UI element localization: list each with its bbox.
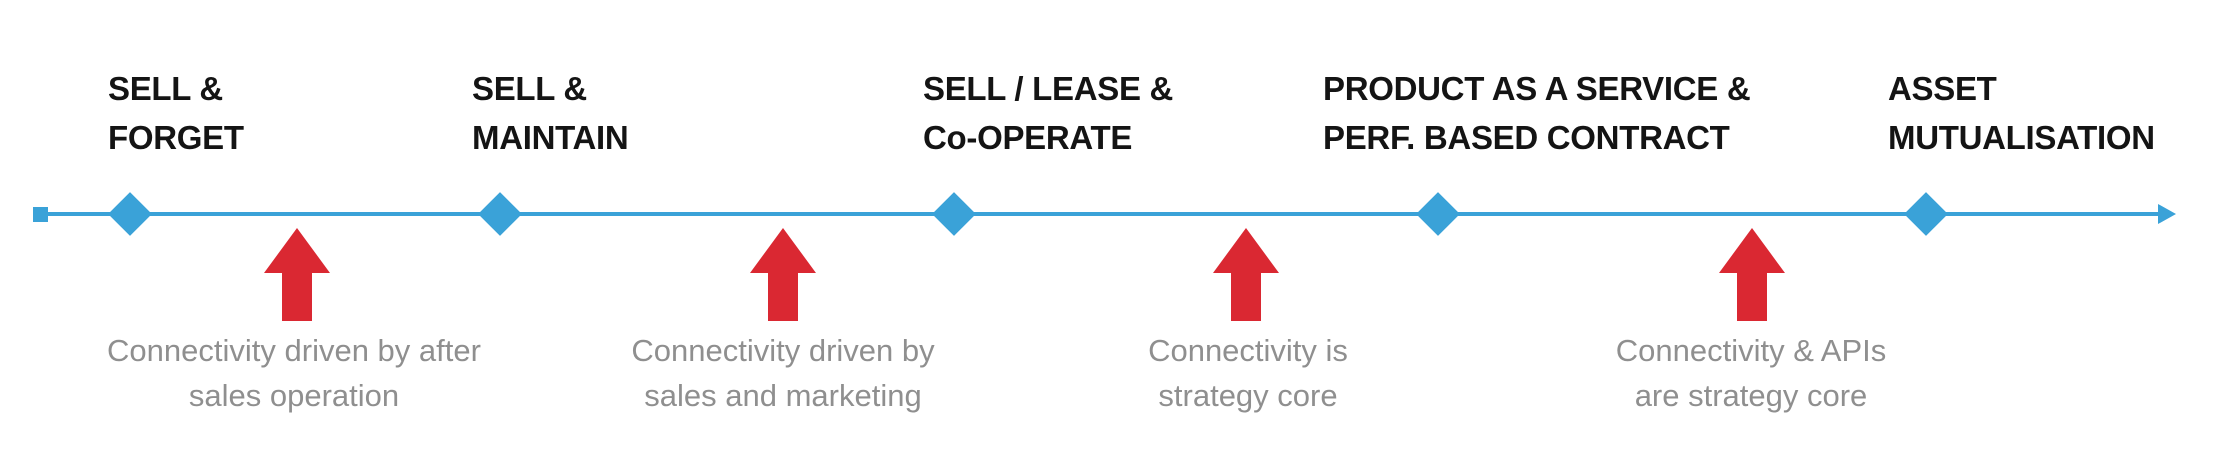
- stage-title-asset-mutualisation: ASSET MUTUALISATION: [1888, 64, 2155, 162]
- stage-title-line1: SELL &: [472, 70, 587, 107]
- annotation-line2: are strategy core: [1634, 378, 1868, 413]
- annotation-line1: Connectivity driven by: [631, 333, 935, 368]
- arrow-triangle: [750, 228, 816, 273]
- timeline-diamond-marker-1: [108, 192, 152, 236]
- stage-title-product-as-a-service: PRODUCT AS A SERVICE & PERF. BASED CONTR…: [1323, 64, 1751, 162]
- timeline-diamond-marker-4: [1416, 192, 1460, 236]
- up-arrow-icon-1: [264, 228, 330, 321]
- annotation-line1: Connectivity driven by after: [107, 333, 481, 368]
- annotation-line2: strategy core: [1158, 378, 1338, 413]
- stage-title-line1: ASSET: [1888, 70, 1997, 107]
- annotation-line2: sales operation: [188, 378, 400, 413]
- arrow-stem: [1737, 273, 1767, 321]
- stage-title-sell-forget: SELL & FORGET: [108, 64, 244, 162]
- annotation-line1: Connectivity & APIs: [1615, 333, 1887, 368]
- stage-title-line2: MAINTAIN: [472, 119, 629, 156]
- timeline-diamond-marker-5: [1904, 192, 1948, 236]
- timeline-line: [40, 212, 2160, 216]
- stage-title-line1: SELL / LEASE &: [923, 70, 1174, 107]
- stage-title-sell-maintain: SELL & MAINTAIN: [472, 64, 629, 162]
- timeline-arrowhead-icon: [2158, 204, 2176, 224]
- timeline-diamond-marker-3: [932, 192, 976, 236]
- timeline-start-square-marker: [33, 207, 48, 222]
- stage-title-sell-lease-cooperate: SELL / LEASE & Co-OPERATE: [923, 64, 1173, 162]
- arrow-stem: [1231, 273, 1261, 321]
- arrow-triangle: [1213, 228, 1279, 273]
- stage-title-line2: Co-OPERATE: [923, 119, 1133, 156]
- stage-title-line2: FORGET: [108, 119, 244, 156]
- up-arrow-icon-3: [1213, 228, 1279, 321]
- stage-title-line1: PRODUCT AS A SERVICE &: [1323, 70, 1751, 107]
- arrow-stem: [768, 273, 798, 321]
- arrow-triangle: [264, 228, 330, 273]
- timeline-diamond-marker-2: [478, 192, 522, 236]
- up-arrow-icon-2: [750, 228, 816, 321]
- annotation-line2: sales and marketing: [644, 378, 922, 413]
- stage-title-line2: PERF. BASED CONTRACT: [1323, 119, 1730, 156]
- stage-title-line2: MUTUALISATION: [1888, 119, 2155, 156]
- annotation-line1: Connectivity is: [1148, 333, 1348, 368]
- stage-title-line1: SELL &: [108, 70, 223, 107]
- annotation-apis-strategy-core: Connectivity & APIs are strategy core: [1616, 328, 1887, 418]
- annotation-after-sales: Connectivity driven by after sales opera…: [107, 328, 481, 418]
- annotation-sales-marketing: Connectivity driven by sales and marketi…: [631, 328, 934, 418]
- annotation-strategy-core: Connectivity is strategy core: [1148, 328, 1348, 418]
- arrow-stem: [282, 273, 312, 321]
- up-arrow-icon-4: [1719, 228, 1785, 321]
- arrow-triangle: [1719, 228, 1785, 273]
